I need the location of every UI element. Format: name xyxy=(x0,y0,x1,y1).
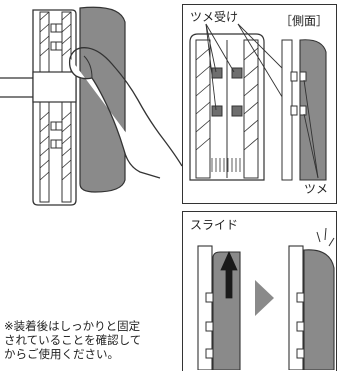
side-view-label: ［側面］ xyxy=(280,14,329,28)
usage-note: ※装着後はしっかりと固定 されていることを確認して からご使用ください。 xyxy=(4,319,179,361)
note-line-2: されていることを確認して xyxy=(4,333,142,347)
note-line-3: からご使用ください。 xyxy=(4,347,119,361)
note-line-1: ※装着後はしっかりと固定 xyxy=(4,319,141,333)
tsume-label: ツメ xyxy=(304,182,329,196)
slide-label: スライド xyxy=(190,218,239,232)
tsume-uke-label: ツメ受け xyxy=(190,10,239,24)
